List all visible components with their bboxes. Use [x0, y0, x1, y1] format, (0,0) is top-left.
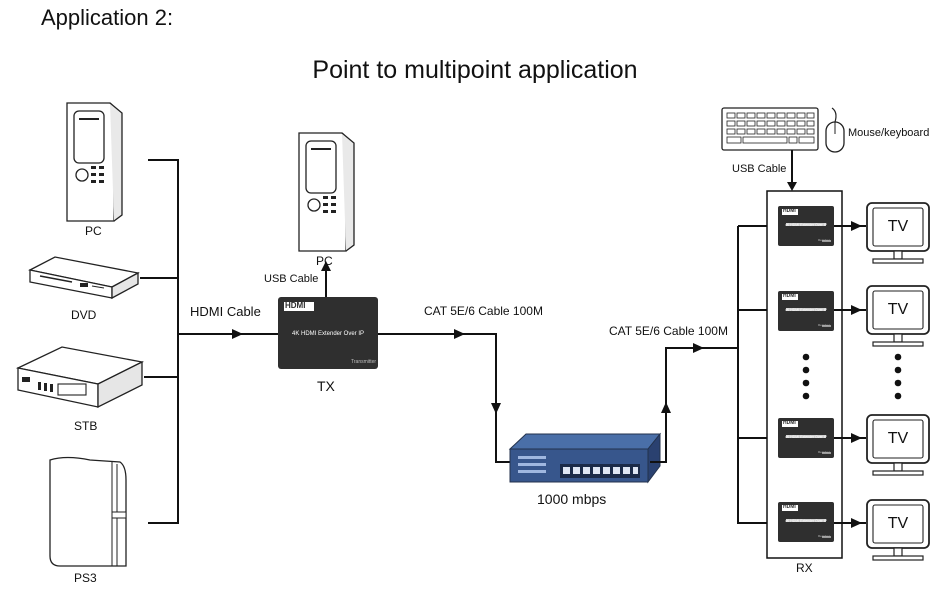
rx-device-4-text: 4K HDMI Extender Over IP: [784, 519, 827, 523]
tx-label: TX: [317, 378, 335, 394]
pc-tx-icon: [298, 132, 355, 252]
network-switch-icon: [508, 432, 662, 484]
mouse-icon: [825, 107, 845, 153]
dvd-player-icon: [28, 256, 140, 300]
cat-arrow-down-icon: [491, 403, 501, 414]
usb-arrow-rx-icon: [787, 182, 797, 191]
tv-arrow-4-icon: [851, 518, 862, 528]
tv-4-label: TV: [887, 515, 909, 532]
usb-cable-tx-label: USB Cable: [264, 273, 319, 285]
tv-1-label: TV: [887, 218, 909, 235]
rx-device-1-tag: Receiver: [818, 238, 830, 242]
tv-3-label: TV: [887, 430, 909, 447]
hdmi-arrow-icon: [232, 329, 243, 339]
source-bus-lines: [140, 159, 278, 524]
rx-rack-frame: [766, 190, 843, 559]
rx-device-4-logo: HDMI: [783, 504, 796, 510]
ps3-label: PS3: [74, 571, 97, 585]
pc-tx-label: PC: [316, 254, 333, 268]
rx-device-2-tag: Receiver: [818, 323, 830, 327]
rx-device-4-tag: Receiver: [818, 534, 830, 538]
diagram-title: Point to multipoint application: [312, 56, 638, 84]
rx-ellipsis-dots: [802, 353, 810, 400]
cat-cable-rx-label: CAT 5E/6 Cable 100M: [609, 324, 728, 338]
tx-device-text: 4K HDMI Extender Over IP: [291, 331, 365, 337]
tv-arrow-1-icon: [851, 221, 862, 231]
stb-icon: [15, 346, 145, 409]
rx-device-3-text: 4K HDMI Extender Over IP: [784, 435, 827, 439]
switch-rx-line: [650, 347, 738, 463]
tv-arrow-2-icon: [851, 305, 862, 315]
ps3-console-icon: [49, 456, 127, 567]
usb-arrow-tx-icon: [321, 261, 331, 271]
tx-device-logo: HDMI: [285, 301, 306, 310]
tv-arrow-3-icon: [851, 433, 862, 443]
rx-device-2-text: 4K HDMI Extender Over IP: [784, 308, 827, 312]
dvd-label: DVD: [71, 308, 97, 322]
pc-source-label: PC: [85, 224, 102, 238]
keyboard-icon: [721, 107, 819, 151]
pc-source-icon: [66, 102, 123, 222]
stb-label: STB: [74, 419, 98, 433]
usb-cable-rx-label: USB Cable: [732, 163, 787, 175]
rx-device-3-tag: Receiver: [818, 450, 830, 454]
mouse-keyboard-label: Mouse/keyboard: [848, 127, 930, 139]
section-heading: Application 2:: [41, 5, 174, 30]
cat-arrow-tx-icon: [454, 329, 465, 339]
switch-speed-label: 1000 mbps: [537, 491, 607, 507]
tv-ellipsis-dots: [894, 353, 902, 400]
tx-switch-line: [378, 333, 510, 463]
rx-device-1-logo: HDMI: [783, 208, 796, 214]
tv-2-label: TV: [887, 301, 909, 318]
cat-arrow-up-icon: [661, 402, 671, 413]
cat-arrow-rx-icon: [693, 343, 704, 353]
rx-device-3-logo: HDMI: [783, 420, 796, 426]
rx-device-2-logo: HDMI: [783, 293, 796, 299]
tx-device-tag: Transmitter: [351, 359, 377, 365]
rx-label: RX: [796, 561, 813, 575]
hdmi-cable-label: HDMI Cable: [190, 304, 261, 319]
tx-device: [278, 297, 378, 369]
cat-cable-tx-label: CAT 5E/6 Cable 100M: [424, 304, 543, 318]
rx-device-1-text: 4K HDMI Extender Over IP: [784, 223, 827, 227]
